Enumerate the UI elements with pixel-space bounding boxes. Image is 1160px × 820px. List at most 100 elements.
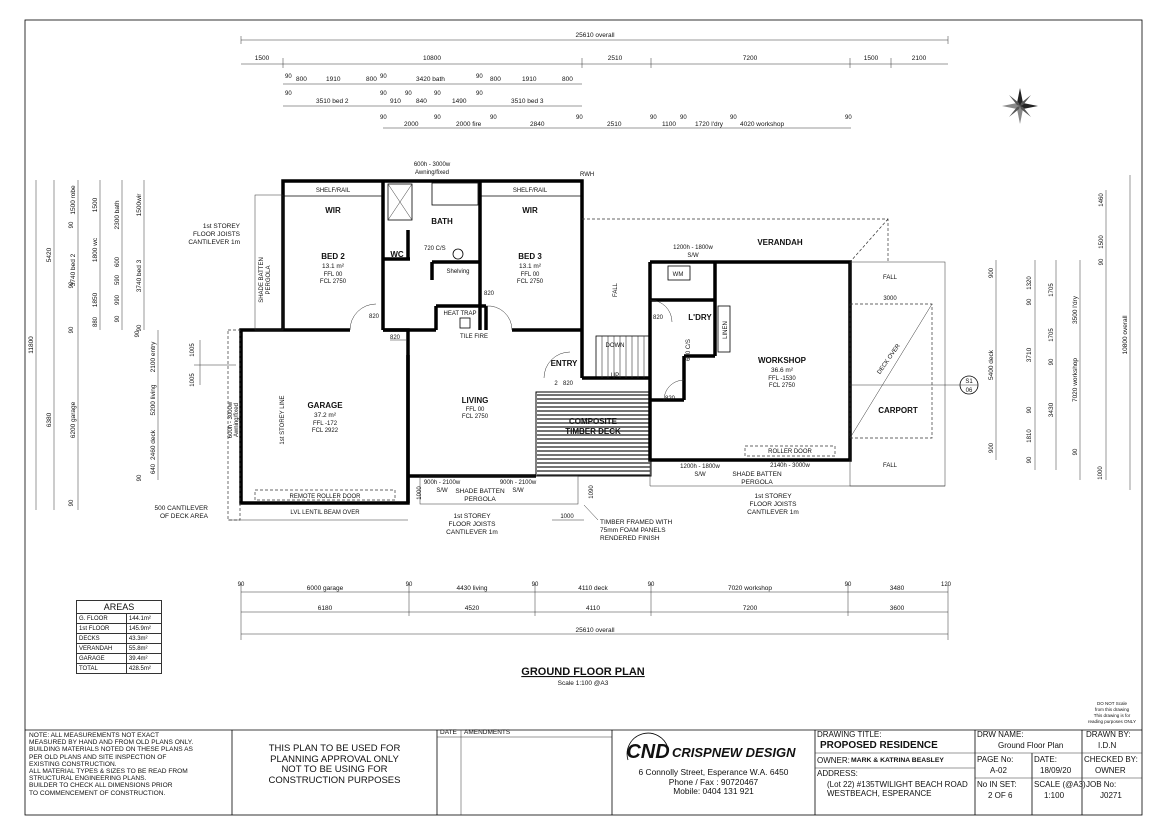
scale-value: 1:100 (1044, 791, 1065, 800)
dim: 900 (989, 267, 995, 278)
dim: 90 (490, 115, 497, 121)
dim-overall-bottom: 25610 overall (575, 627, 615, 634)
room-workshop: WORKSHOP (758, 356, 807, 365)
cantilever-label: 1st STOREY (754, 493, 792, 500)
stair-up-label: UP (611, 373, 619, 379)
areas-title: AREAS (76, 600, 162, 613)
pergola-label: PERGOLA (266, 265, 272, 294)
note-line: TO COMMENCEMENT OF CONSTRUCTION. (29, 789, 166, 797)
drawn-by-value: I.D.N (1098, 741, 1117, 750)
dim: 1490 (452, 98, 467, 105)
dim: 1705 (1049, 283, 1055, 297)
room-ffl: FFL -172 (313, 421, 338, 427)
timber-frame-label: 75mm FOAM PANELS (600, 527, 666, 534)
dim: 1320 (1027, 276, 1033, 290)
drawing-scale: Scale 1:100 @A3 (558, 680, 609, 687)
dim: 90 (1027, 406, 1033, 413)
room-ffl: FFL -1530 (768, 376, 796, 382)
dim: 4430 living (456, 585, 487, 592)
dim: 5400 deck (988, 349, 995, 380)
north-arrow-icon (1002, 88, 1038, 124)
note-line: ALL MATERIAL TYPES & SIZES TO BE READ FR… (29, 768, 188, 776)
door-label: 820 (653, 315, 664, 321)
dim: 1005 (190, 373, 196, 387)
dim: 1500 (255, 55, 270, 62)
dim: 910 (390, 98, 401, 105)
dim: 1500 robe (70, 185, 77, 215)
areas-row-label: G. FLOOR (76, 613, 127, 624)
checked-by-label: CHECKED BY: (1084, 755, 1138, 764)
dim: 90 (69, 221, 75, 228)
dim: 1800 wc (92, 237, 99, 262)
dim: 90 (1049, 358, 1055, 365)
dim: 7020 workshop (728, 585, 772, 592)
approval-line: NOT TO BE USING FOR (281, 764, 388, 775)
dim: 3510 bed 2 (316, 98, 349, 105)
logo-letters: CND (626, 741, 669, 763)
drawing-title-label: DRAWING TITLE: (817, 730, 882, 739)
dim: 880 (93, 316, 99, 327)
dim: 1000 (417, 486, 423, 500)
dim: 6000 garage (307, 585, 344, 592)
rwh-label: RWH (580, 172, 594, 178)
cupboard-label: 720 C/S (424, 246, 446, 252)
dim: 11800 (28, 336, 35, 354)
approval-line: CONSTRUCTION PURPOSES (268, 774, 401, 786)
dim: 2000 fire (456, 121, 482, 128)
window-label: S/W (694, 472, 706, 478)
dim: 90 (285, 74, 292, 80)
company-address: 6 Connolly Street, Esperance W.A. 6450 P… (612, 767, 815, 797)
company-address-line: Phone / Fax : 90720467 (668, 776, 759, 787)
dim: 1810 (1027, 429, 1033, 443)
room-ffl: FFL 00 (521, 272, 540, 278)
top-dimensions: 25610 overall 1500 10800 2510 7200 1500 … (240, 32, 949, 129)
dim: 1005 (190, 343, 196, 357)
cantilever-label: CANTILEVER 1m (747, 509, 799, 516)
dim: 3510 bed 3 (511, 98, 544, 105)
cantilever-deck-label: OF DECK AREA (160, 513, 209, 520)
window-label: 1200h - 1800w (680, 464, 720, 470)
owner-label: OWNER: (817, 756, 850, 765)
date-value: 18/09/20 (1040, 766, 1072, 775)
checked-by-value: OWNER (1095, 766, 1126, 775)
note-line: STRUCTURAL ENGINEERING PLANS. (29, 775, 147, 783)
door-label: 820 (390, 335, 401, 341)
shelf-rail-label: SHELF/RAIL (316, 188, 351, 194)
pergola-label: PERGOLA (741, 479, 773, 486)
cantilever-deck-label: 500 CANTILEVER (155, 505, 209, 512)
owner-value: MARK & KATRINA BEASLEY (851, 757, 944, 764)
dim: 2840 (530, 121, 545, 128)
walls (227, 179, 946, 521)
section-marker-label: 06 (966, 388, 973, 394)
approval-line: THIS PLAN TO BE USED FOR (268, 743, 401, 754)
areas-row-value: 55.8m² (125, 643, 163, 654)
approval-notice: THIS PLAN TO BE USED FOR PLANNING APPROV… (232, 743, 437, 786)
dim: 90 (69, 326, 75, 333)
stair-down-label: DOWN (606, 343, 625, 349)
note-line: PER OLD PLANS AND SITE INSPECTION OF (29, 753, 167, 761)
dim: 4110 (586, 605, 600, 612)
room-fcl: FCL 2750 (320, 279, 347, 285)
shelf-rail-label: SHELF/RAIL (513, 188, 548, 194)
dim: 3500 l'dry (1072, 295, 1079, 324)
dim-overall-top: 25610 overall (575, 32, 615, 39)
room-wir: WIR (325, 206, 341, 215)
site-address-line: (Lot 22) #135TWILIGHT BEACH ROAD (827, 780, 968, 789)
dim: 120 (941, 582, 952, 588)
heat-trap-label: HEAT TRAP (443, 311, 476, 317)
areas-row-label: DECKS (76, 633, 127, 644)
pergola-label: SHADE BATTEN (259, 257, 265, 303)
roller-door-label: REMOTE ROLLER DOOR (289, 494, 361, 500)
verandah-label: VERANDAH (757, 238, 803, 247)
drawing-name-value: Ground Floor Plan (998, 741, 1064, 750)
timber-frame-label: RENDERED FINISH (600, 535, 660, 542)
window-label: S/W (687, 253, 699, 259)
dim: 10800 overall (1122, 315, 1129, 355)
door-label: 820 (369, 314, 380, 320)
dim: 90 (135, 330, 141, 337)
awning-label: Awning/fixed (415, 170, 449, 176)
dim: 90 (69, 281, 75, 288)
